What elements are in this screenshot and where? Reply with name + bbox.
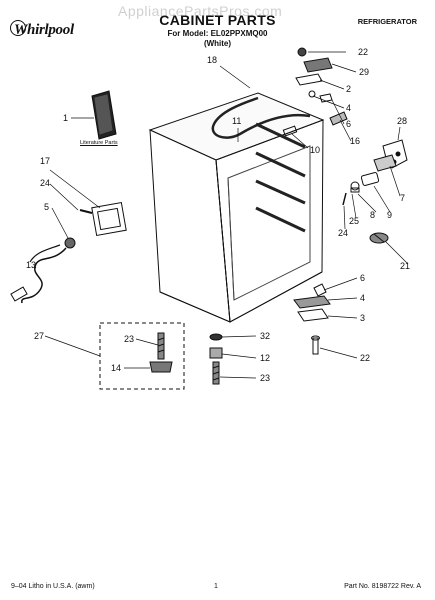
callout-22-bottom: 22: [360, 353, 371, 363]
callout-29: 29: [359, 67, 370, 77]
callout-5: 5: [44, 202, 50, 212]
callout-25: 25: [349, 216, 360, 226]
callout-14: 14: [111, 363, 122, 373]
leader-lines: [33, 51, 409, 379]
callout-27: 27: [34, 331, 45, 341]
literature-booklet-icon: [91, 90, 117, 140]
bottom-hinge-assembly-icon: [293, 283, 331, 355]
thermostat-control-icon: [342, 154, 397, 206]
leveling-leg-group-box: [99, 322, 185, 390]
footer-page-number: 1: [214, 583, 218, 590]
category-label: REFRIGERATOR: [357, 17, 417, 26]
callout-24-left: 24: [40, 178, 51, 188]
light-socket-icon: [369, 232, 389, 244]
callout-6-bottom: 6: [360, 273, 366, 283]
brand-logo-ring-icon: [10, 20, 26, 36]
callout-13: 13: [26, 260, 37, 270]
color-line: (White): [203, 39, 232, 48]
callout-3: 3: [360, 313, 366, 323]
small-clip-icon: [282, 125, 298, 137]
leveling-foot-icon: [209, 333, 223, 385]
power-cord-icon: [10, 202, 127, 304]
top-tubing-icon: [211, 96, 311, 139]
cabinet-shell-icon: [148, 92, 325, 323]
callout-12: 12: [260, 353, 271, 363]
callout-16: 16: [350, 136, 361, 146]
callout-22-top: 22: [358, 47, 369, 57]
watermark-text: AppliancePartsPros.com: [118, 3, 283, 19]
callout-9: 9: [387, 210, 393, 220]
callout-32: 32: [260, 331, 271, 341]
footer-litho: 9–04 Litho in U.S.A. (awm): [11, 583, 95, 590]
callout-21: 21: [400, 261, 411, 271]
page-title: CABINET PARTS: [159, 12, 276, 28]
callout-23-left: 23: [124, 334, 135, 344]
callout-17: 17: [40, 156, 51, 166]
leveling-leg-icon: [149, 332, 173, 373]
callout-28: 28: [397, 116, 408, 126]
callout-23-right: 23: [260, 373, 271, 383]
callout-24-right: 24: [338, 228, 349, 238]
callout-11: 11: [232, 116, 242, 126]
model-line: For Model: EL02PPXMQ00: [167, 29, 268, 38]
callout-4-top: 4: [346, 103, 352, 113]
callout-2: 2: [346, 84, 352, 94]
callout-18: 18: [207, 55, 218, 65]
literature-parts-label: Literature Parts: [80, 140, 118, 146]
shelf-rail-icon: [255, 122, 306, 233]
callout-7: 7: [400, 193, 406, 203]
callout-10: 10: [310, 145, 321, 155]
brand-logo: Whirlpool: [14, 22, 74, 38]
callout-4-bottom: 4: [360, 293, 366, 303]
callout-8: 8: [370, 210, 376, 220]
top-hinge-assembly-icon: [295, 47, 348, 126]
callout-6-top: 6: [346, 119, 352, 129]
callout-1: 1: [63, 113, 69, 123]
footer-part-number: Part No. 8198722 Rev. A: [344, 583, 421, 590]
